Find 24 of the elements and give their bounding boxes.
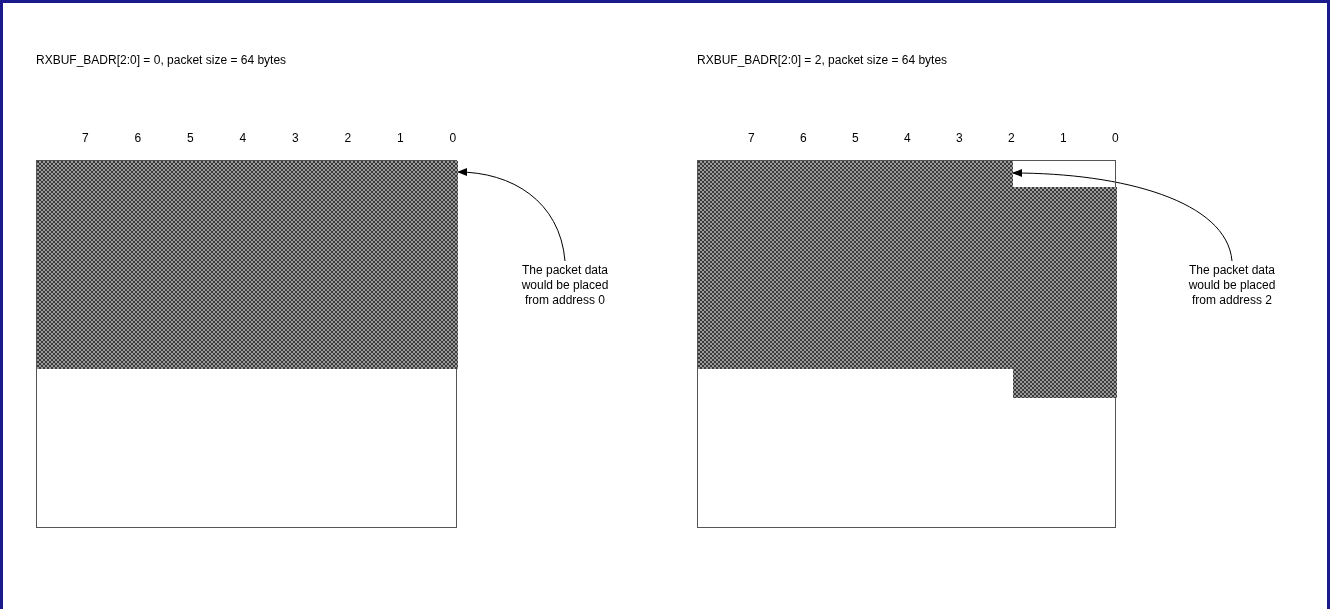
- bit-number: 5: [852, 131, 859, 145]
- buffer-box: [697, 160, 1116, 528]
- buffer-box: [36, 160, 457, 528]
- bit-number: 4: [239, 131, 247, 145]
- bit-number: 6: [134, 131, 142, 145]
- callout-text: The packet data would be placed from address 0: [512, 263, 618, 308]
- leader-arrow: [1012, 169, 1233, 262]
- bit-number: 4: [904, 131, 911, 145]
- bit-number: 3: [956, 131, 963, 145]
- bit-number: 1: [397, 131, 404, 145]
- bit-number: 0: [1112, 131, 1119, 145]
- panel-heading: RXBUF_BADR[2:0] = 2, packet size = 64 bytes: [697, 53, 948, 67]
- bit-number: 2: [344, 131, 352, 145]
- bit-number: 6: [800, 131, 807, 145]
- bit-number: 1: [1060, 131, 1067, 145]
- bit-number: 2: [1008, 131, 1015, 145]
- panel-heading: RXBUF_BADR[2:0] = 0, packet size = 64 bytes: [36, 53, 287, 67]
- bit-number: 5: [187, 131, 194, 145]
- bit-number: 0: [449, 131, 457, 145]
- leader-arrow: [457, 168, 566, 262]
- callout-text: The packet data would be placed from address 2: [1179, 263, 1285, 308]
- bit-number: 3: [292, 131, 299, 145]
- bit-number: 7: [748, 131, 755, 145]
- bit-number: 7: [82, 131, 89, 145]
